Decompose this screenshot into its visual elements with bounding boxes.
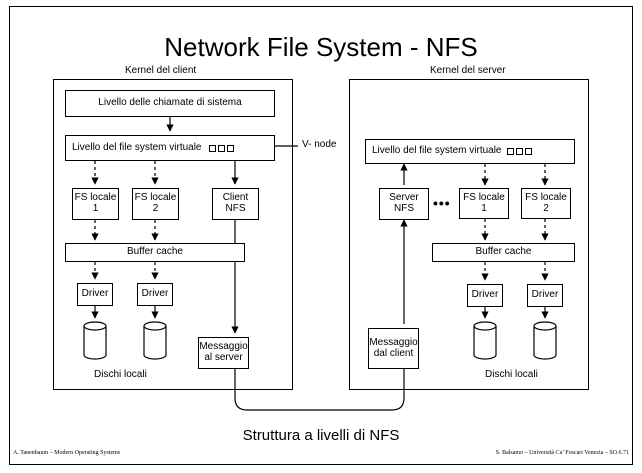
client-fs-local-2: FS locale 2 (132, 188, 179, 220)
server-nfs-label: Server NFS (389, 192, 419, 214)
client-fs-local-2-label: FS locale 2 (134, 192, 177, 214)
client-fs-local-1: FS locale 1 (72, 188, 119, 220)
vnode-square-icon (506, 148, 514, 155)
server-message-label: Messaggio dal client (369, 336, 418, 359)
vnode-square-icon (226, 144, 234, 152)
vnode-label: V- node (302, 139, 337, 150)
client-syscall-label: Livello delle chiamate di sistema (98, 97, 242, 109)
vnode-square-icon (515, 148, 523, 155)
server-driver-1: Driver (467, 284, 503, 307)
client-vfs-label: Livello del file system virtuale (72, 141, 202, 153)
server-fs-local-2: FS locale 2 (521, 188, 571, 219)
server-disks-label: Dischi locali (485, 369, 538, 380)
footer-left: A. Tanenbaum – Modern Operating Systems (13, 450, 121, 456)
server-vfs-layer: Livello del file system virtuale (365, 139, 575, 164)
vnode-square-icon (217, 144, 225, 152)
client-nfs-box: Client NFS (212, 188, 259, 220)
client-vfs-layer: Livello del file system virtuale (65, 135, 275, 161)
server-driver-2-label: Driver (531, 289, 559, 301)
server-driver-1-label: Driver (471, 289, 499, 301)
client-message-box: Messaggio al server (198, 337, 249, 369)
server-nfs-box: Server NFS (379, 188, 429, 220)
client-buffer-cache-label: Buffer cache (127, 246, 183, 258)
client-buffer-cache: Buffer cache (65, 243, 245, 262)
figure-caption: Struttura a livelli di NFS (242, 427, 400, 444)
client-message-label: Messaggio al server (199, 341, 248, 363)
client-driver-1: Driver (77, 283, 113, 306)
slide-title: Network File System - NFS (164, 32, 478, 62)
client-kernel-panel (53, 79, 293, 390)
server-disks (473, 321, 557, 360)
server-buffer-cache: Buffer cache (432, 243, 575, 262)
client-nfs-label: Client NFS (222, 192, 249, 214)
server-vfs-label: Livello del file system virtuale (372, 145, 502, 157)
server-fs-local-1: FS locale 1 (459, 188, 509, 219)
client-driver-2: Driver (137, 283, 173, 306)
server-driver-2: Driver (527, 284, 563, 307)
slide-frame (9, 6, 633, 465)
server-message-box: Messaggio dal client (368, 328, 419, 369)
ellipsis-icon: ••• (433, 195, 451, 211)
server-fs-local-2-label: FS locale 2 (525, 191, 567, 214)
client-disks-label: Dischi locali (94, 369, 147, 380)
footer-right: S. Balsamo – Università Ca’ Foscari Vene… (495, 450, 629, 456)
server-kernel-panel (349, 79, 589, 390)
vnode-square-icon (208, 144, 216, 152)
client-driver-2-label: Driver (141, 288, 169, 300)
client-disks (83, 321, 167, 360)
client-syscall-layer: Livello delle chiamate di sistema (65, 90, 275, 117)
client-fs-local-1-label: FS locale 1 (74, 192, 117, 214)
server-fs-local-1-label: FS locale 1 (463, 191, 505, 214)
server-buffer-cache-label: Buffer cache (475, 246, 532, 258)
server-kernel-header: Kernel del server (430, 65, 506, 76)
client-kernel-header: Kernel del client (125, 65, 197, 76)
client-driver-1-label: Driver (81, 288, 109, 300)
vnode-square-icon (524, 148, 532, 155)
